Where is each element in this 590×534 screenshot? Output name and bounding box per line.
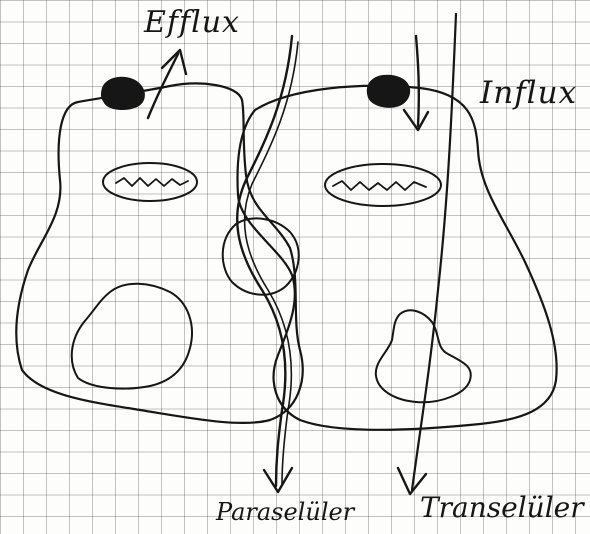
paracellular-label: Paraselüler bbox=[216, 500, 354, 524]
influx-arrow bbox=[416, 36, 419, 126]
left-mitochondrion-cristae bbox=[116, 178, 188, 186]
tight-junction-blob bbox=[223, 218, 299, 294]
paracellular-arrowhead bbox=[264, 468, 292, 492]
efflux-label: Efflux bbox=[144, 8, 240, 38]
right-mitochondrion bbox=[325, 164, 441, 206]
influx-transporter bbox=[367, 75, 409, 107]
efflux-transporter bbox=[101, 77, 144, 109]
paracellular-path-line-b bbox=[245, 42, 298, 484]
left-cell-outline bbox=[16, 84, 302, 423]
left-nucleus bbox=[72, 284, 192, 389]
right-nucleus bbox=[376, 310, 471, 402]
influx-arrowhead bbox=[404, 110, 428, 130]
right-mitochondrion-cristae bbox=[333, 181, 426, 190]
influx-label: Influx bbox=[480, 78, 577, 109]
transcellular-label: Transelüler bbox=[420, 494, 584, 522]
